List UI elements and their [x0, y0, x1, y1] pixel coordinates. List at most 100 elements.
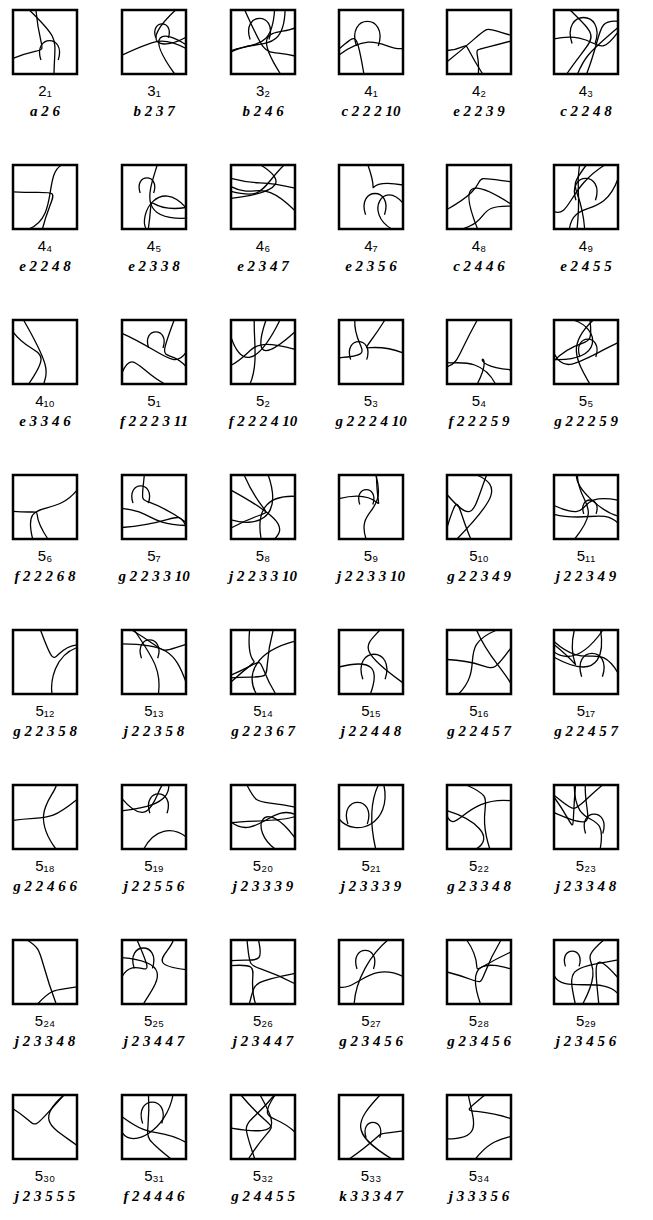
tangle-frame [339, 1095, 403, 1159]
tangle-strand [567, 10, 591, 74]
knot-number: 5₁₁ [577, 547, 595, 564]
knot-code: g 2 2 3 6 7 [231, 723, 295, 740]
tangle-strand [231, 817, 295, 823]
tangle-strand [564, 951, 580, 966]
tangle-strand [554, 165, 605, 213]
tangle-strand [579, 339, 597, 357]
tangle-frame [447, 630, 511, 694]
knot-number: 5₂₇ [361, 1012, 380, 1029]
knot-code: j 2 3 4 5 6 [556, 1033, 616, 1050]
knot-code: g 2 2 4 6 6 [13, 878, 77, 895]
tangle-strand [447, 320, 477, 367]
knot-number: 5₂₄ [35, 1012, 55, 1029]
tangle-frame [339, 475, 403, 539]
tangle-strand [447, 504, 471, 539]
tangle-frame [447, 10, 511, 74]
tangle-strand [356, 950, 375, 969]
knot-code: k 3 3 3 4 7 [339, 1188, 403, 1205]
knot-code: e 2 3 5 6 [345, 258, 397, 275]
tangle-strand [587, 21, 618, 74]
knot-number: 5₅ [579, 392, 593, 409]
tangle-strand [13, 332, 41, 384]
tangle-strand [261, 320, 295, 351]
tangle-strand [231, 1095, 272, 1131]
tangle-frame [122, 785, 186, 849]
tangle-strand [231, 630, 254, 682]
tangle-strand [260, 496, 295, 539]
tangle-frame [122, 475, 186, 539]
tangle-strand [231, 663, 276, 694]
tangle-frame [447, 940, 511, 1004]
knot-code: e 2 3 3 8 [128, 258, 180, 275]
tangle-strand [554, 975, 618, 993]
knot-number: 4₁ [364, 82, 377, 99]
tangle-frame [13, 785, 77, 849]
knot-code: f 2 2 2 5 9 [448, 413, 509, 430]
tangle-frame [339, 10, 403, 74]
knot-code: g 2 3 4 5 6 [339, 1033, 403, 1050]
tangle-strand [365, 1122, 381, 1137]
tangle-frame [339, 785, 403, 849]
tangle-strand [367, 320, 403, 353]
tangle-strand [134, 630, 159, 694]
knot-code: b 2 4 6 [242, 103, 283, 120]
knot-number: 5₂₆ [253, 1012, 273, 1029]
tangle-frame [231, 165, 295, 229]
knot-number: 5₃₄ [469, 1167, 490, 1184]
tangle-strand [231, 475, 273, 522]
tangle-frame [339, 940, 403, 1004]
knot-code: f 2 2 2 6 8 [14, 568, 75, 585]
tangle-frame [447, 785, 511, 849]
tangle-frame [122, 320, 186, 384]
tangle-strand [554, 785, 576, 825]
knot-number: 5₁₀ [469, 547, 489, 564]
knot-number: 5₁₆ [469, 702, 488, 719]
knot-number: 3₂ [256, 82, 270, 99]
tangle-strand [148, 794, 168, 813]
tangle-strand [372, 785, 378, 849]
knot-code: j 3 3 3 5 6 [449, 1188, 509, 1205]
tangle-strand [554, 320, 591, 361]
knot-code: j 2 2 5 5 6 [124, 878, 184, 895]
knot-code: g 2 4 4 5 5 [231, 1188, 295, 1205]
tangle-strand [13, 800, 77, 821]
tangle-frame [554, 165, 618, 229]
tangle-strand [364, 194, 386, 215]
tangle-strand [231, 940, 260, 961]
tangle-strand [231, 475, 266, 528]
tangle-strand [447, 475, 487, 512]
tangle-strand [596, 962, 618, 1004]
knot-number: 4₅ [147, 237, 161, 254]
knot-code: f 2 4 4 4 6 [123, 1188, 184, 1205]
tangle-strand [122, 41, 186, 55]
knot-code: c 2 2 4 8 [560, 103, 612, 120]
knot-number: 4₆ [256, 237, 270, 254]
tangle-frame [339, 165, 403, 229]
tangle-strand [475, 1136, 511, 1159]
tangle-strand [477, 359, 511, 384]
tangle-strand [247, 785, 295, 807]
knot-code: g 2 2 2 5 9 [554, 413, 618, 430]
tangle-strand [141, 1102, 163, 1123]
knot-number: 5₁ [147, 392, 160, 409]
knot-code: e 2 2 3 9 [453, 103, 505, 120]
tangle-strand [459, 630, 497, 694]
knot-number: 5₁₈ [35, 857, 55, 874]
tangle-strand [250, 320, 255, 384]
tangle-strand [554, 785, 603, 808]
tangle-strand [361, 654, 387, 679]
tangle-strand [447, 29, 511, 62]
knot-code: g 2 2 2 4 10 [335, 413, 406, 430]
tangle-strand [554, 630, 603, 656]
knot-number: 5₂₂ [469, 857, 489, 874]
tangle-frame [554, 940, 618, 1004]
tangle-strand [469, 1095, 511, 1119]
tangle-strand [447, 811, 484, 849]
tangle-strand [575, 475, 589, 539]
tangle-strand [355, 21, 380, 46]
tangle-strand [162, 940, 186, 970]
tangle-strand [349, 342, 368, 360]
tangle-strand [122, 333, 186, 359]
tangle-strand [554, 642, 618, 673]
knot-number: 4₄ [38, 237, 52, 254]
